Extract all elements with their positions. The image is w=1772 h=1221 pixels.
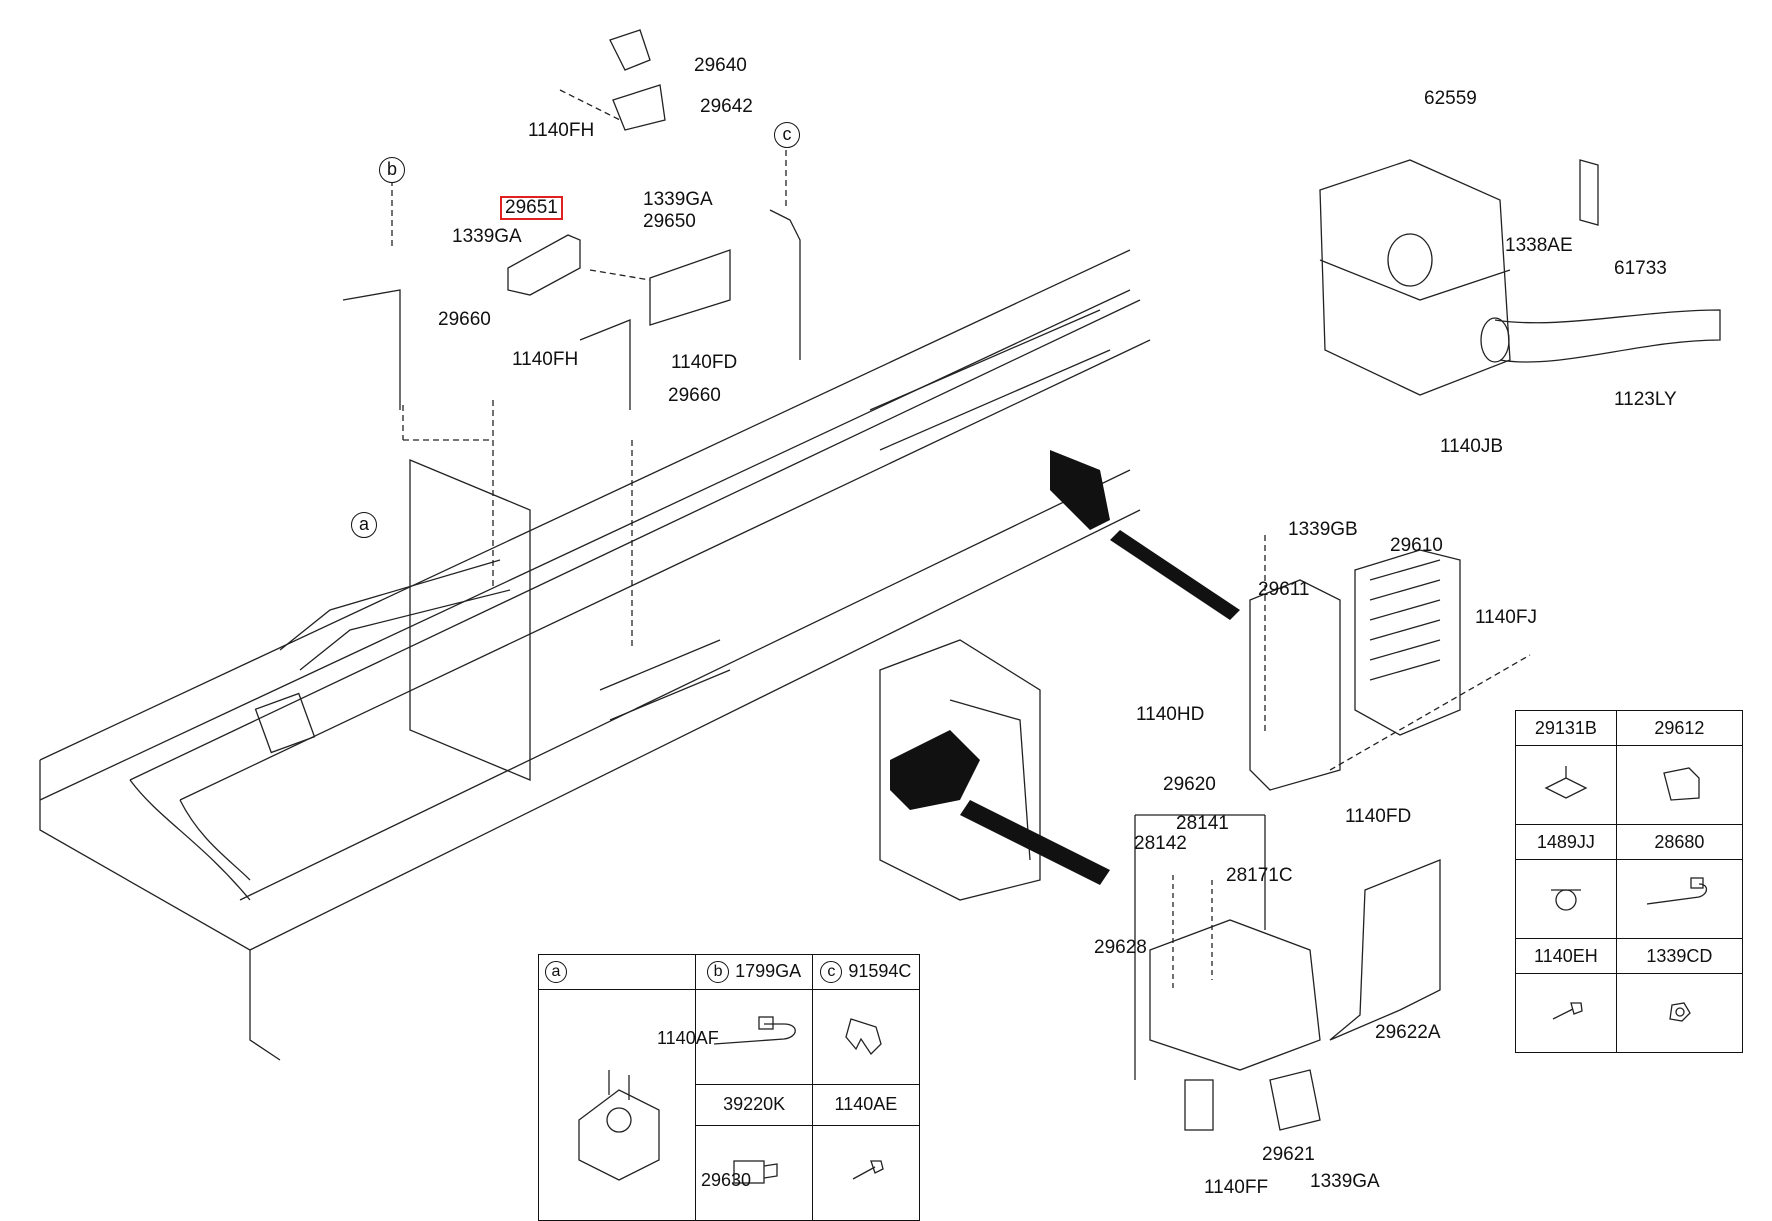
detail-1140AE-body: [811, 1125, 921, 1221]
part-label-1338AE[interactable]: 1338AE: [1505, 235, 1573, 256]
callout-a: a: [351, 512, 377, 538]
clip-icon: [845, 1018, 882, 1056]
nut-icon: [1669, 1001, 1692, 1022]
location-arrows: [890, 450, 1240, 885]
part-label-1140FH-top[interactable]: 1140FH: [528, 120, 595, 141]
part-label-1140FD-right[interactable]: 1140FD: [1345, 806, 1412, 827]
part-label-29630[interactable]: 29630: [701, 1170, 752, 1190]
temperature-sensor-leads: [342, 150, 801, 650]
part-label-29650[interactable]: 29650: [643, 211, 696, 232]
side-1489JJ-body: [1515, 859, 1617, 939]
detail-c-body: [811, 989, 921, 1085]
part-label-61733[interactable]: 61733: [1614, 258, 1667, 279]
detail-a-body: 1140AF 29630: [537, 989, 751, 1221]
part-label-29660-left[interactable]: 29660: [438, 309, 491, 330]
side-28680-body: [1615, 859, 1744, 939]
part-label-1140AE[interactable]: 1140AE: [811, 1083, 921, 1127]
part-label-39220K[interactable]: 39220K: [695, 1083, 813, 1127]
part-label-29651-highlighted[interactable]: 29651: [500, 196, 563, 220]
sensor-icon: [733, 1160, 778, 1184]
part-label-28142[interactable]: 28142: [1134, 833, 1187, 854]
part-label-1140AF[interactable]: 1140AF: [657, 1028, 719, 1048]
part-label-29628[interactable]: 29628: [1094, 937, 1147, 958]
callout-c-ring: c: [820, 961, 843, 984]
part-label-91594C[interactable]: 91594C: [848, 960, 912, 981]
part-label-1140FF[interactable]: 1140FF: [1204, 1177, 1269, 1198]
bolt-icon: [1552, 1001, 1583, 1020]
side-1140EH-body: [1515, 973, 1617, 1053]
part-label-1339CD[interactable]: 1339CD: [1615, 938, 1744, 974]
part-label-1140EH[interactable]: 1140EH: [1515, 938, 1617, 974]
part-label-29642[interactable]: 29642: [700, 96, 753, 117]
callout-b-ring: b: [707, 961, 730, 984]
part-label-1123LY[interactable]: 1123LY: [1614, 389, 1677, 410]
part-label-1140JB[interactable]: 1140JB: [1440, 436, 1504, 457]
exhaust-pipe: [254, 459, 731, 781]
callout-a-ring: a: [545, 961, 567, 984]
pad-icon: [1663, 766, 1701, 801]
part-label-1140FJ[interactable]: 1140FJ: [1475, 607, 1537, 628]
pipe-clamp-icon: [1550, 888, 1581, 911]
part-label-28141[interactable]: 28141: [1176, 813, 1229, 834]
bracket-icon: [1544, 765, 1588, 799]
part-label-29131B[interactable]: 29131B: [1515, 710, 1617, 746]
part-label-1339GB[interactable]: 1339GB: [1288, 519, 1358, 540]
part-label-29622A[interactable]: 29622A: [1375, 1022, 1441, 1043]
part-label-1339GA-left[interactable]: 1339GA: [452, 226, 522, 247]
part-label-29612[interactable]: 29612: [1615, 710, 1744, 746]
cable-tie-icon: [714, 1016, 796, 1045]
part-label-1799GA[interactable]: 1799GA: [735, 960, 802, 981]
bolt-icon: [852, 1160, 884, 1180]
urea-injector-icon: [578, 1070, 660, 1181]
side-1339CD-body: [1615, 973, 1744, 1053]
part-label-29610[interactable]: 29610: [1390, 535, 1443, 556]
side-29612-body: [1615, 745, 1744, 825]
part-label-1489JJ[interactable]: 1489JJ: [1515, 824, 1617, 860]
dcu-module: [1249, 535, 1531, 791]
callout-c: c: [774, 122, 800, 148]
part-label-29660-mid[interactable]: 29660: [668, 385, 721, 406]
part-label-29640[interactable]: 29640: [694, 55, 747, 76]
urea-tank: [879, 639, 1041, 901]
part-label-1140HD[interactable]: 1140HD: [1136, 704, 1205, 725]
chassis-frame: [39, 249, 1151, 1061]
sensor-bracket: [507, 29, 731, 326]
callout-b: b: [379, 157, 405, 183]
part-label-1339GA-bottom[interactable]: 1339GA: [1310, 1171, 1380, 1192]
detail-39220K-body: [695, 1125, 813, 1221]
part-label-29611[interactable]: 29611: [1258, 579, 1310, 600]
muffler-box: [1319, 159, 1721, 396]
supply-pump-module: [1134, 814, 1441, 1131]
part-label-1140FH-mid[interactable]: 1140FH: [512, 349, 579, 370]
side-29131B-body: [1515, 745, 1617, 825]
part-label-28171C[interactable]: 28171C: [1226, 865, 1293, 886]
part-label-29620[interactable]: 29620: [1163, 774, 1216, 795]
part-label-62559[interactable]: 62559: [1424, 88, 1477, 109]
detail-a-header: a: [537, 954, 697, 990]
cable-tie-icon: [1647, 876, 1708, 905]
part-label-1339GA-top[interactable]: 1339GA: [643, 189, 713, 210]
part-label-28680[interactable]: 28680: [1615, 824, 1744, 860]
part-label-1140FD-mid[interactable]: 1140FD: [671, 352, 738, 373]
part-label-29621[interactable]: 29621: [1262, 1144, 1315, 1165]
side-parts-table: 29131B 29612 1489JJ 28680 1140EH 1339CD: [1515, 710, 1744, 1053]
